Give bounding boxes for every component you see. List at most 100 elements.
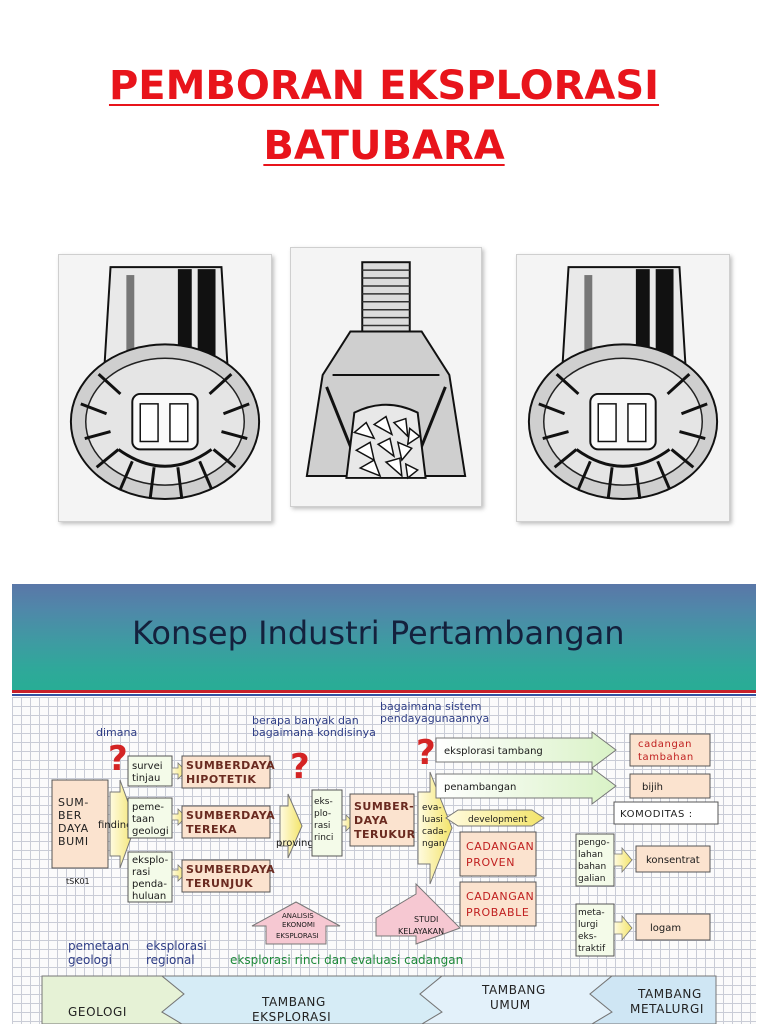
eksplorasi-rinci-evaluasi-label: eksplorasi rinci dan evaluasi cadangan <box>230 953 463 967</box>
metalurgi-line-2: lurgi <box>578 920 598 930</box>
analisis-ekonomi-arrow <box>251 901 341 945</box>
evaluasi-line-2: luasi <box>422 815 443 825</box>
slide-title: Konsep Industri Pertambangan <box>132 614 625 652</box>
pengolahan-line-3: bahan <box>578 862 606 872</box>
konsentrat-box <box>635 845 711 873</box>
terunjuk-line-1: SUMBERDAYA <box>186 863 275 876</box>
pengolahan-line-4: galian <box>578 874 605 884</box>
eksplorasi-tambang-label: eksplorasi tambang <box>444 746 543 757</box>
eksrin-line-3: rasi <box>314 821 330 831</box>
eksrin-line-4: rinci <box>314 833 333 843</box>
finding-arrow <box>109 779 137 869</box>
analisis-line-2: EKONOMI <box>282 921 315 929</box>
studi-line-1: STUDI <box>414 915 438 924</box>
cadangan-tambahan-box <box>629 733 711 767</box>
sdb-line-1: SUM- <box>58 796 89 809</box>
drill-bit-photo-left <box>58 254 272 522</box>
metalurgi-line-4: traktif <box>578 944 606 954</box>
stage-tu-line-2: UMUM <box>490 998 531 1012</box>
ekspen-line-1: eksplo- <box>132 855 169 866</box>
pemetaan-geologi-box <box>127 797 173 839</box>
question-label-dimana: dimana <box>96 726 137 739</box>
komoditas-box <box>613 801 719 825</box>
sdb-line-3: DAYA <box>58 822 89 835</box>
pemetaan-geologi-label-2: geologi <box>68 953 112 967</box>
sdb-line-2: BER <box>58 809 82 822</box>
bijih-box <box>629 773 711 799</box>
hipotetik-line-2: HIPOTETIK <box>186 773 256 786</box>
proven-line-1: CADANGAN <box>466 840 534 853</box>
stage-te-line-2: EKSPLORASI <box>252 1010 331 1024</box>
analisis-line-3: EKSPLORASI <box>276 932 319 940</box>
question-label-berapa-1: berapa banyak dan <box>252 714 359 727</box>
studi-line-2: KELAYAKAN <box>398 927 444 936</box>
arrow-to-konsentrat <box>613 846 633 874</box>
sumberdaya-terunjuk-box <box>181 859 271 893</box>
drill-bit-photo-center <box>290 247 482 507</box>
roller-cone-bit-illustration-left <box>59 255 271 521</box>
komoditas-label: KOMODITAS : <box>620 809 693 820</box>
konsentrat-label: konsentrat <box>646 855 700 866</box>
stage-te-line-1: TAMBANG <box>261 995 326 1009</box>
cadtam-line-2: tambahan <box>638 752 694 763</box>
evaluasi-cadangan-arrow <box>417 771 453 885</box>
proving-arrow <box>279 793 303 859</box>
pemetaan-geologi-label-1: pemetaan <box>68 939 129 953</box>
question-mark-icon-1: ? <box>108 739 128 779</box>
stage-geologi-label: GEOLOGI <box>68 1005 127 1019</box>
proven-line-2: PROVEN <box>466 856 515 869</box>
page-title: PEMBORAN EKSPLORASI BATUBARA <box>0 56 768 176</box>
analisis-line-1: ANALISIS <box>282 912 314 920</box>
pemetaan-line-2: taan <box>132 814 155 825</box>
drill-bit-photo-right <box>516 254 730 522</box>
terukur-line-2: DAYA <box>354 814 388 827</box>
question-label-berapa-2: bagaimana kondisinya <box>252 726 376 739</box>
cadtam-line-1: cadangan <box>638 739 692 750</box>
mining-industry-diagram: dimana berapa banyak dan bagaimana kondi… <box>41 700 719 1024</box>
sumberdaya-tereka-box <box>181 805 271 839</box>
probable-line-2: PROBABLE <box>466 906 529 919</box>
eksrin-line-2: plo- <box>314 809 331 819</box>
cadangan-proven-box <box>459 831 537 877</box>
question-label-sistem-2: pendayagunaannya <box>380 712 489 725</box>
tereka-line-2: TEREKA <box>186 823 237 836</box>
title-line-2: BATUBARA <box>263 123 505 169</box>
eksrin-line-1: eks- <box>314 797 333 807</box>
slide-header <box>12 584 756 690</box>
question-label-sistem-1: bagaimana sistem <box>380 700 481 713</box>
logam-box <box>635 913 711 941</box>
metalurgi-line-3: eks- <box>578 932 597 942</box>
finding-label: finding <box>98 820 132 831</box>
question-mark-icon-3: ? <box>416 733 436 773</box>
terunjuk-line-2: TERUNJUK <box>186 877 253 890</box>
stage-tm-line-2: METALURGI <box>630 1002 704 1016</box>
header-divider-red <box>12 690 756 693</box>
evaluasi-line-4: ngan <box>422 839 445 849</box>
cadangan-probable-box <box>459 881 537 927</box>
proving-label: proving <box>276 838 314 849</box>
sumber-daya-bumi-box <box>51 779 109 869</box>
terukur-line-3: TERUKUR <box>354 828 416 841</box>
pengolahan-line-1: pengo- <box>578 838 610 848</box>
probable-line-1: CADANGAN <box>466 890 534 903</box>
diagram-code-label: tSK01 <box>66 877 90 886</box>
pemetaan-line-3: geologi <box>132 826 169 837</box>
question-mark-icon-2: ? <box>290 747 310 787</box>
pengolahan-box <box>575 833 615 887</box>
sumberdaya-hipotetik-box <box>181 755 271 789</box>
evaluasi-line-3: cada- <box>422 827 447 837</box>
arrow-to-logam <box>613 914 633 942</box>
pemetaan-line-1: peme- <box>132 802 164 813</box>
ekspen-line-2: rasi <box>132 867 150 878</box>
bijih-label: bijih <box>642 782 663 793</box>
title-line-1: PEMBORAN EKSPLORASI <box>108 63 660 109</box>
metalurgi-line-1: meta- <box>578 908 605 918</box>
stage-tm-line-1: TAMBANG <box>637 987 702 1001</box>
stage-tambang-metalurgi <box>589 975 717 1024</box>
pengolahan-line-2: lahan <box>578 850 603 860</box>
eksplorasi-regional-label-1: eksplorasi <box>146 939 207 953</box>
survei-line-1: survei <box>132 761 163 772</box>
mining-concept-slide: Konsep Industri Pertambangan dimana bera… <box>12 584 756 1024</box>
terukur-line-1: SUMBER- <box>354 800 414 813</box>
header-divider-blue <box>12 694 756 696</box>
